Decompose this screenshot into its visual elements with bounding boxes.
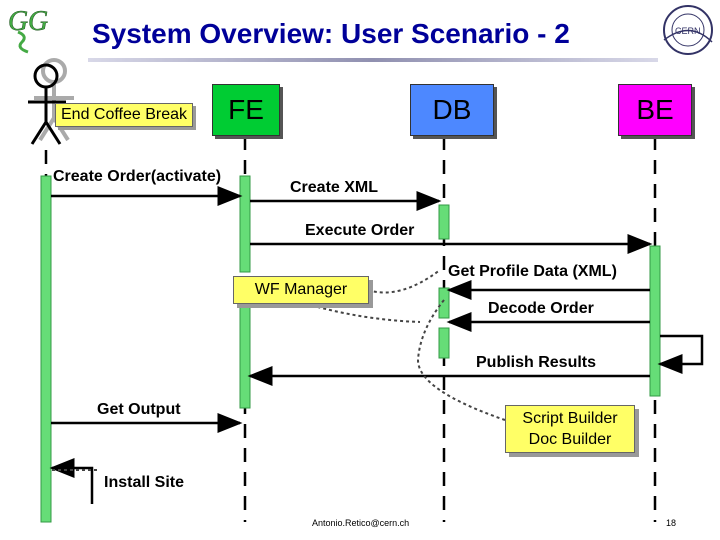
actor-activation-bar <box>40 175 52 523</box>
script-builder-label: Script Builder <box>522 410 618 427</box>
user-actor-icon <box>28 58 74 145</box>
be-lifeline-box: BE <box>618 84 692 136</box>
db-builder-link <box>416 299 506 421</box>
coffee-break-note: End Coffee Break <box>55 103 194 127</box>
execute-order-label: Execute Order <box>305 222 415 239</box>
cern-logo-icon: CERN <box>663 5 713 55</box>
wf-manager-link-2 <box>367 269 441 294</box>
install-site-loop-arrow <box>49 458 94 504</box>
doc-builder-label: Doc Builder <box>528 431 612 448</box>
get-profile-label: Get Profile Data (XML) <box>448 263 617 280</box>
be-self-loop-arrow <box>657 334 704 374</box>
page-title: System Overview: User Scenario - 2 <box>92 18 570 49</box>
create-xml-label: Create XML <box>290 179 379 196</box>
svg-text:G: G <box>8 6 28 37</box>
svg-text:G: G <box>28 6 48 37</box>
wf-manager-link <box>299 301 421 323</box>
title-underline <box>88 58 658 62</box>
db-lifeline-box: DB <box>410 84 494 136</box>
fe-activation-bar-2 <box>239 295 251 409</box>
builder-note: Script Builder Doc Builder <box>505 405 635 453</box>
db-activation-bar-1 <box>438 204 450 240</box>
gg-logo-icon: G G <box>8 6 48 54</box>
get-output-label: Get Output <box>97 401 181 418</box>
db-activation-bar-3 <box>438 327 450 359</box>
be-activation-bar <box>649 245 661 397</box>
page-number: 18 <box>666 518 677 528</box>
publish-results-label: Publish Results <box>476 354 597 371</box>
install-site-label: Install Site <box>104 474 185 491</box>
db-activation-bar-2 <box>438 287 450 319</box>
create-order-label: Create Order(activate) <box>53 168 222 185</box>
fe-lifeline-box: FE <box>212 84 280 136</box>
svg-text:CERN: CERN <box>675 26 701 36</box>
decode-order-label: Decode Order <box>488 300 594 317</box>
wf-manager-note: WF Manager <box>233 276 369 304</box>
fe-activation-bar-1 <box>239 175 251 273</box>
footer-email: Antonio.Retico@cern.ch <box>312 518 410 528</box>
